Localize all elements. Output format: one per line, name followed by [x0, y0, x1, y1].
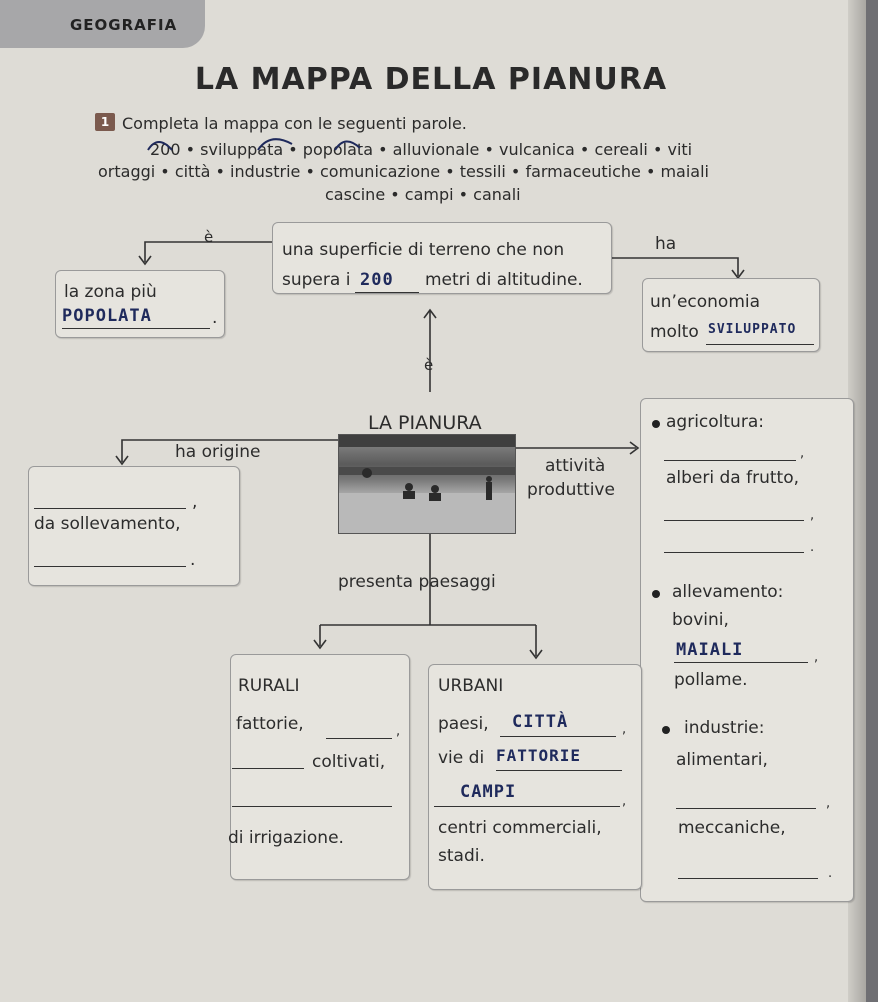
page-title: LA MAPPA DELLA PIANURA — [194, 62, 668, 97]
economy-line-2: molto — [650, 322, 699, 342]
rural-title: RURALI — [238, 676, 300, 696]
origin-line-2: da sollevamento, — [34, 514, 181, 534]
populated-line-1: la zona più — [64, 282, 157, 302]
bullet-breed — [652, 590, 660, 598]
exercise-instruction: Completa la mappa con le seguenti parole… — [122, 114, 467, 133]
link-activities-2: produttive — [527, 480, 615, 500]
link-ha: ha — [655, 234, 677, 254]
agri-comma-2: , — [810, 508, 815, 523]
populated-blank[interactable] — [62, 328, 210, 329]
urban-answer-3: CAMPI — [460, 782, 517, 802]
populated-answer: POPOLATA — [62, 306, 152, 326]
definition-line-2-pre: supera i — [282, 270, 351, 290]
rural-blank-3[interactable] — [232, 806, 392, 807]
origin-blank-2[interactable] — [34, 566, 186, 567]
agri-item: alberi da frutto, — [666, 468, 800, 488]
definition-blank[interactable] — [355, 292, 419, 293]
rural-line-1: fattorie, — [236, 714, 304, 734]
industry-comma: , — [826, 796, 831, 811]
definition-line-2-post: metri di altitudine. — [425, 270, 583, 290]
urban-line-2: vie di — [438, 748, 485, 768]
industry-end: . — [828, 866, 833, 881]
link-activities-1: attività — [545, 456, 606, 476]
breed-title: allevamento: — [672, 582, 784, 602]
rice-field-figures — [339, 435, 515, 533]
word-bank-line-3: cascine • campi • canali — [325, 185, 521, 204]
economy-blank[interactable] — [706, 344, 814, 345]
breed-item-1: bovini, — [672, 610, 729, 630]
populated-end: . — [212, 308, 218, 328]
link-e-top: è — [204, 228, 214, 246]
agri-comma: , — [800, 446, 805, 461]
link-origin: ha origine — [175, 442, 261, 462]
urban-answer-1: CITTÀ — [512, 712, 569, 732]
breed-blank[interactable] — [674, 662, 808, 663]
handwritten-marks — [147, 138, 361, 151]
word-bank-line-1: 200 • sviluppata • popolata • alluvional… — [150, 140, 693, 159]
agri-title: agricoltura: — [666, 412, 764, 432]
breed-comma: , — [814, 650, 819, 665]
bullet-agri — [652, 420, 660, 428]
activities-box — [640, 398, 854, 902]
agri-blank-3[interactable] — [664, 552, 804, 553]
origin-end: . — [190, 550, 196, 570]
urban-line-4: centri commerciali, — [438, 818, 602, 838]
definition-line-1: una superficie di terreno che non — [282, 240, 565, 260]
definition-box — [272, 222, 612, 294]
industry-blank-2[interactable] — [678, 878, 818, 879]
economy-answer: SVILUPPATO — [708, 322, 797, 337]
exercise-number: 1 — [95, 113, 115, 131]
rural-blank-1[interactable] — [326, 738, 392, 739]
subject-tab — [0, 0, 205, 48]
origin-blank-1[interactable] — [34, 508, 186, 509]
rural-line-2: coltivati, — [312, 752, 386, 772]
urban-comma-3: , — [622, 794, 627, 809]
economy-line-1: un’economia — [650, 292, 761, 312]
bullet-industry — [662, 726, 670, 734]
economy-box — [642, 278, 820, 352]
rural-blank-2[interactable] — [232, 768, 304, 769]
industry-item-1: alimentari, — [676, 750, 768, 770]
rural-box — [230, 654, 410, 880]
agri-blank-1[interactable] — [664, 460, 796, 461]
agri-end: . — [810, 540, 815, 555]
urban-blank-2[interactable] — [496, 770, 622, 771]
rice-field-photo — [338, 434, 516, 534]
urban-line-5: stadi. — [438, 846, 485, 866]
industry-item-3: meccaniche, — [678, 818, 786, 838]
industry-title: industrie: — [684, 718, 765, 738]
breed-item-3: pollame. — [674, 670, 748, 690]
agri-blank-2[interactable] — [664, 520, 804, 521]
rural-comma: , — [396, 724, 401, 739]
subject-label: GEOGRAFIA — [70, 16, 178, 34]
origin-comma: , — [192, 492, 198, 512]
center-title: LA PIANURA — [368, 412, 482, 434]
urban-comma-1: , — [622, 722, 627, 737]
urban-blank-1[interactable] — [500, 736, 616, 737]
urban-line-1: paesi, — [438, 714, 489, 734]
urban-title: URBANI — [438, 676, 504, 696]
populated-box — [55, 270, 225, 338]
urban-box — [428, 664, 642, 890]
urban-answer-2: FATTORIE — [496, 746, 582, 765]
definition-answer: 200 — [360, 270, 394, 290]
word-bank-line-2: ortaggi • città • industrie • comunicazi… — [98, 162, 709, 181]
rural-line-4: di irrigazione. — [228, 828, 344, 848]
breed-answer: MAIALI — [676, 640, 744, 660]
link-e-middle: è — [424, 356, 434, 374]
link-landscapes: presenta paesaggi — [338, 572, 496, 592]
urban-blank-3[interactable] — [434, 806, 620, 807]
industry-blank-1[interactable] — [676, 808, 816, 809]
